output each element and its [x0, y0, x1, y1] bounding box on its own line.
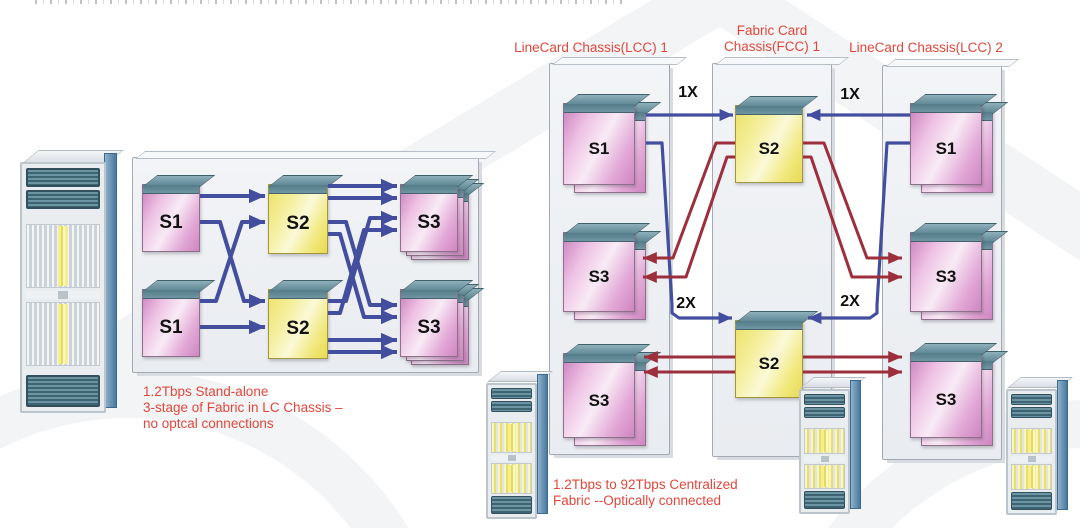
label-1x-right: 1X [840, 86, 860, 103]
caption-line: Fabric --Optically connected [553, 493, 722, 508]
cropped-text-remnant [35, 0, 625, 4]
block-label: S2 [758, 139, 780, 158]
lcc2-block-s3-mid: S3 [910, 232, 993, 320]
header-lcc2: LineCard Chassis(LCC) 2 [849, 40, 1003, 55]
rack-grille [26, 168, 100, 187]
caption-line: no optcal connections [143, 416, 274, 431]
rack-large-crs-chassis [20, 150, 124, 413]
lcc2-block-s1: S1 [910, 103, 993, 193]
left-fabric-arrows [200, 178, 397, 360]
caption-line: 3-stage of Fabric in LC Chassis – [143, 400, 343, 415]
block-label: S2 [758, 354, 780, 373]
block-label: S2 [286, 213, 310, 234]
rack-small-right [1006, 377, 1074, 515]
rack-divider [26, 291, 100, 299]
header-lcc1: LineCard Chassis(LCC) 1 [514, 40, 668, 55]
block-label: S3 [935, 390, 957, 409]
label-1x-left: 1X [678, 84, 698, 101]
label-2x-right: 2X [840, 293, 860, 310]
block-s2-bottom: S2 [268, 289, 328, 359]
header-line: Fabric Card [736, 23, 808, 38]
block-s3-top: S3 [400, 184, 469, 260]
block-s2-top: S2 [268, 184, 328, 254]
fcc-block-s2-bottom: S2 [735, 320, 803, 398]
header-line: Chassis(FCC) 1 [723, 39, 820, 54]
block-label: S3 [588, 267, 610, 286]
fcc-block-s2-top: S2 [735, 105, 803, 183]
label-2x-left: 2X [676, 295, 696, 312]
rack-linecard-slots [26, 302, 100, 366]
block-label: S3 [417, 212, 441, 233]
lcc1-block-s1: S1 [563, 103, 646, 193]
block-label: S2 [286, 318, 310, 339]
right-optical-links [642, 108, 910, 378]
block-label: S1 [159, 212, 183, 233]
header-fcc: Fabric Card Chassis(FCC) 1 [710, 23, 834, 55]
block-s3-bottom: S3 [400, 289, 469, 365]
rack-small-left [486, 371, 554, 519]
rack-grille [26, 190, 100, 209]
block-label: S3 [417, 317, 441, 338]
block-label: S3 [935, 267, 957, 286]
rack-grille [26, 375, 100, 407]
block-label: S1 [159, 317, 183, 338]
rack-front-face [20, 162, 106, 413]
caption-line: 1.2Tbps to 92Tbps Centralized [553, 477, 738, 492]
block-label: S3 [588, 390, 610, 410]
rack-small-middle [799, 377, 867, 514]
lcc1-block-s3-mid: S3 [563, 232, 646, 320]
rack-linecard-slots [26, 224, 100, 288]
left-caption: 1.2Tbps Stand-alone 3-stage of Fabric in… [143, 384, 343, 432]
block-label: S1 [588, 139, 610, 158]
lcc2-block-s3-bottom: S3 [910, 352, 993, 446]
block-label: S1 [935, 139, 957, 158]
block-s1-top: S1 [142, 184, 200, 252]
lcc1-block-s3-bottom: S3 [563, 353, 646, 446]
block-s1-bottom: S1 [142, 289, 200, 357]
caption-line: 1.2Tbps Stand-alone [143, 384, 269, 399]
right-caption: 1.2Tbps to 92Tbps Centralized Fabric --O… [553, 477, 738, 509]
